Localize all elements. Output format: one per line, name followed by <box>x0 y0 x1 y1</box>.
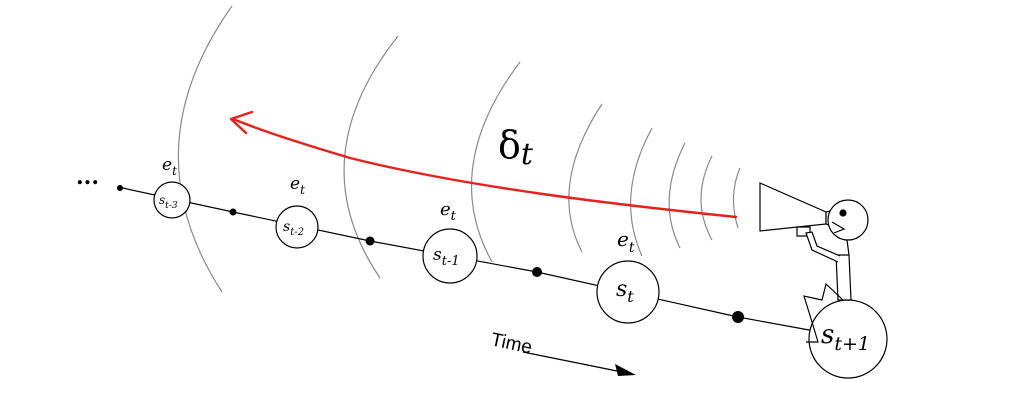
agent-figure <box>759 182 869 343</box>
backward-arrow <box>229 110 738 219</box>
trace-label: et <box>162 155 177 178</box>
agent-leg <box>803 282 844 343</box>
time-arrow-line <box>522 351 623 373</box>
time-arrowhead <box>615 364 636 376</box>
state-circle-t-2 <box>275 205 319 249</box>
state-label-t-3: st-3 <box>159 193 178 211</box>
wave-arc-2 <box>700 155 713 241</box>
wave-arc-3 <box>668 142 686 249</box>
wave-arc-1 <box>732 167 741 229</box>
agent-neck <box>846 239 850 256</box>
state-circle-t-3 <box>153 181 191 219</box>
state-label-t+1: st+1 <box>821 320 870 355</box>
agent-arm <box>805 231 841 263</box>
timeline-dot <box>532 267 542 277</box>
agent-mouth <box>831 221 846 234</box>
timeline-dot <box>365 236 375 246</box>
state-circle-t <box>596 260 660 324</box>
agent-body <box>835 254 852 301</box>
trace-label: et <box>290 174 305 197</box>
trace-label: et <box>617 227 635 256</box>
backward-arrow-shaft <box>231 117 738 219</box>
state-label-t-2: st-2 <box>283 219 304 238</box>
state-circle-t-1 <box>422 228 478 284</box>
ellipsis: ... <box>76 164 99 190</box>
timeline-dot <box>229 208 237 216</box>
sound-wave-arcs <box>177 5 741 293</box>
megaphone-icon <box>759 182 827 232</box>
wave-arc-7 <box>343 35 399 279</box>
trace-label: et <box>440 199 457 224</box>
wave-arc-8 <box>177 5 233 293</box>
backward-arrow-head <box>229 110 254 135</box>
state-circles <box>153 181 888 379</box>
wave-arc-5 <box>568 103 603 253</box>
time-axis: Time <box>489 329 636 376</box>
timeline-dot <box>732 311 744 323</box>
state-label-t: st <box>616 277 634 306</box>
agent-head <box>827 199 869 241</box>
timeline-dot <box>117 185 123 191</box>
state-label-t-1: st-1 <box>433 245 460 269</box>
wave-arc-6 <box>470 61 521 263</box>
time-label: Time <box>489 329 534 358</box>
wave-arc-4 <box>630 127 653 257</box>
td-error-label: δt <box>498 123 534 172</box>
agent-eye <box>839 209 847 217</box>
